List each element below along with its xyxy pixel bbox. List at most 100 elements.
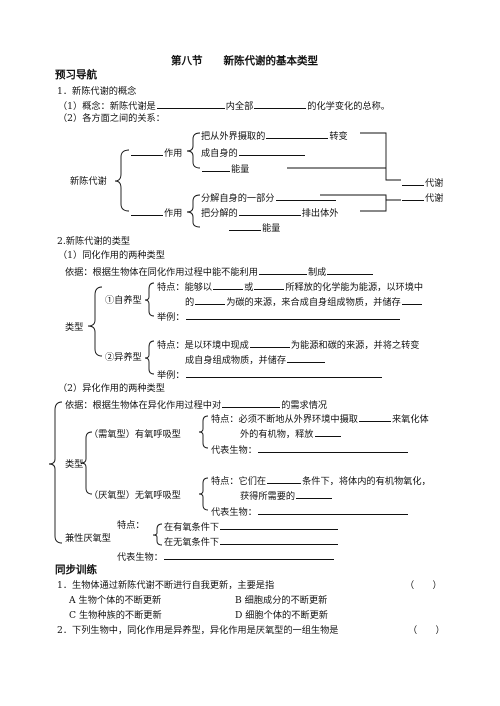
brace-root bbox=[114, 149, 130, 212]
autotroph-line1: 特点：能够以或所释放的化学能为能源，以环境中 bbox=[157, 280, 424, 293]
blank[interactable] bbox=[266, 129, 329, 139]
blank[interactable] bbox=[254, 99, 307, 109]
autotroph-label: ①自养型 bbox=[105, 295, 142, 306]
heterotroph-line2: 成自身组成物质，并储存 bbox=[185, 353, 326, 366]
blank[interactable] bbox=[238, 206, 301, 216]
blank[interactable] bbox=[257, 443, 408, 453]
tree-a3: 能量 bbox=[201, 162, 249, 175]
blank[interactable] bbox=[249, 338, 290, 348]
blank[interactable] bbox=[254, 280, 285, 290]
dissimilation-types-heading: （2）异化作用的两种类型 bbox=[58, 383, 165, 394]
q1-option-c[interactable]: C 生物种族的不断更新 bbox=[69, 610, 162, 621]
anaerobic-line2: 获得所需要的 bbox=[240, 489, 333, 502]
blank[interactable] bbox=[238, 146, 305, 156]
anaerobic-line1: 特点：它们在条件下，将体内的有机物氧化， bbox=[211, 474, 431, 487]
anaerobic-label: （厌氧型）无氧呼吸型 bbox=[89, 490, 181, 501]
blank[interactable] bbox=[202, 162, 230, 172]
blank[interactable] bbox=[131, 146, 163, 156]
page-title: 第八节 新陈代谢的基本类型 bbox=[171, 55, 318, 67]
concept-line: （1）概念：新陈代谢是内全部的化学变化的总称。 bbox=[58, 99, 390, 112]
brace-assimilation bbox=[186, 132, 201, 169]
blank[interactable] bbox=[185, 310, 400, 320]
blank[interactable] bbox=[195, 295, 226, 305]
dissimilation-row: 作用 bbox=[130, 206, 182, 219]
brace-dissimilation bbox=[186, 194, 201, 228]
brace-facultative bbox=[152, 523, 163, 546]
blank[interactable] bbox=[275, 191, 336, 201]
facultative-example: 代表生物： bbox=[117, 550, 335, 563]
question-1: 1．生物体通过新陈代谢不断进行自我更新，主要是指 bbox=[57, 580, 275, 591]
facultative-line1: 在有氧条件下 bbox=[164, 520, 339, 533]
tree-a1: 把从外界摄取的转变 bbox=[201, 129, 348, 142]
tree-a2: 成自身的 bbox=[201, 146, 306, 159]
blank[interactable] bbox=[267, 474, 302, 484]
tree-b3: 能量 bbox=[228, 221, 280, 234]
brace-respiration bbox=[80, 431, 93, 495]
blank[interactable] bbox=[402, 191, 424, 201]
q1-option-d[interactable]: D 细胞个体的不断更新 bbox=[235, 610, 328, 621]
connector-line bbox=[320, 194, 401, 201]
connector-line bbox=[360, 132, 401, 181]
q1-option-a[interactable]: A 生物个体的不断更新 bbox=[69, 595, 162, 606]
blank[interactable] bbox=[220, 520, 339, 530]
blank[interactable] bbox=[229, 221, 261, 231]
metabolism-out-2: 代谢 bbox=[401, 191, 443, 204]
type-label: 类型 bbox=[65, 322, 84, 333]
facultative-label: 兼性厌氧型 bbox=[65, 533, 111, 544]
autotroph-example: 举例： bbox=[157, 310, 401, 323]
aerobic-example: 代表生物： bbox=[211, 443, 409, 456]
blank[interactable] bbox=[402, 176, 424, 186]
aerobic-line1: 特点：必须不断地从外界环境中摄取来氧化体 bbox=[211, 412, 429, 425]
question-1-answer-paren[interactable]: （ ） bbox=[405, 580, 442, 591]
item-1-heading: 1．新陈代谢的概念 bbox=[57, 86, 137, 97]
blank[interactable] bbox=[287, 353, 326, 363]
blank[interactable] bbox=[222, 398, 281, 408]
tree-b1: 分解自身的一部分 bbox=[201, 191, 337, 204]
heterotroph-line1: 特点：是以环境中现成为能源和碳的来源，并将之转变 bbox=[157, 338, 420, 351]
item-2-heading: 2.新陈代谢的类型 bbox=[57, 236, 131, 247]
blank[interactable] bbox=[220, 535, 339, 545]
type-label-2: 类型 bbox=[65, 459, 84, 470]
brace-autotroph bbox=[144, 282, 155, 317]
question-2-answer-paren[interactable]: （ ） bbox=[408, 625, 445, 636]
blank[interactable] bbox=[163, 550, 334, 560]
aerobic-line2: 外的有机物，释放 bbox=[240, 427, 342, 440]
blank[interactable] bbox=[156, 99, 225, 109]
section-practice-heading: 同步训练 bbox=[55, 564, 97, 576]
heterotroph-example: 举例： bbox=[157, 368, 383, 381]
heterotroph-label: ②异养型 bbox=[105, 352, 142, 363]
blank[interactable] bbox=[257, 505, 408, 515]
blank[interactable] bbox=[131, 206, 163, 216]
dissimilation-basis: 依据：根据生物体在异化作用过程中对的需求情况 bbox=[65, 398, 328, 411]
facultative-line2: 在无氧条件下 bbox=[164, 535, 339, 548]
assimilation-types-heading: （1）同化作用的两种类型 bbox=[58, 250, 165, 261]
blank[interactable] bbox=[314, 427, 341, 437]
facultative-feature-label: 特点： bbox=[117, 520, 145, 531]
metabolism-out-1: 代谢 bbox=[401, 176, 443, 189]
tree-b2: 把分解的排出体外 bbox=[201, 206, 339, 219]
q1-option-b[interactable]: B 细胞成分的不断更新 bbox=[235, 595, 328, 606]
section-preview-heading: 预习导航 bbox=[55, 69, 97, 81]
blank[interactable] bbox=[296, 489, 333, 499]
blank[interactable] bbox=[213, 280, 244, 290]
blank[interactable] bbox=[401, 295, 422, 305]
aerobic-label: （需氧型）有氧呼吸型 bbox=[89, 429, 181, 440]
anaerobic-example: 代表生物： bbox=[211, 505, 409, 518]
connector-line bbox=[360, 196, 387, 212]
brace-anaerobic bbox=[198, 477, 209, 511]
brace-dissimilation-types bbox=[48, 401, 63, 544]
blank[interactable] bbox=[258, 265, 307, 275]
blank[interactable] bbox=[327, 265, 374, 275]
blank[interactable] bbox=[185, 368, 382, 378]
blank[interactable] bbox=[359, 412, 391, 422]
autotroph-line2: 的为碳的来源，来合成自身组成物质，并储存 bbox=[185, 295, 423, 308]
brace-heterotroph bbox=[144, 340, 155, 375]
brace-aerobic bbox=[198, 415, 209, 449]
assimilation-basis: 依据：根据生物体在同化作用过程中能不能利用制成 bbox=[65, 265, 374, 278]
brace-type bbox=[87, 286, 103, 357]
tree-root-label: 新陈代谢 bbox=[70, 176, 107, 187]
relation-heading: （2）各方面之间的关系： bbox=[58, 113, 165, 124]
question-2: 2．下列生物中，同化作用是异养型，异化作用是厌氧型的一组生物是 bbox=[57, 625, 339, 636]
assimilation-row: 作用 bbox=[130, 146, 182, 159]
